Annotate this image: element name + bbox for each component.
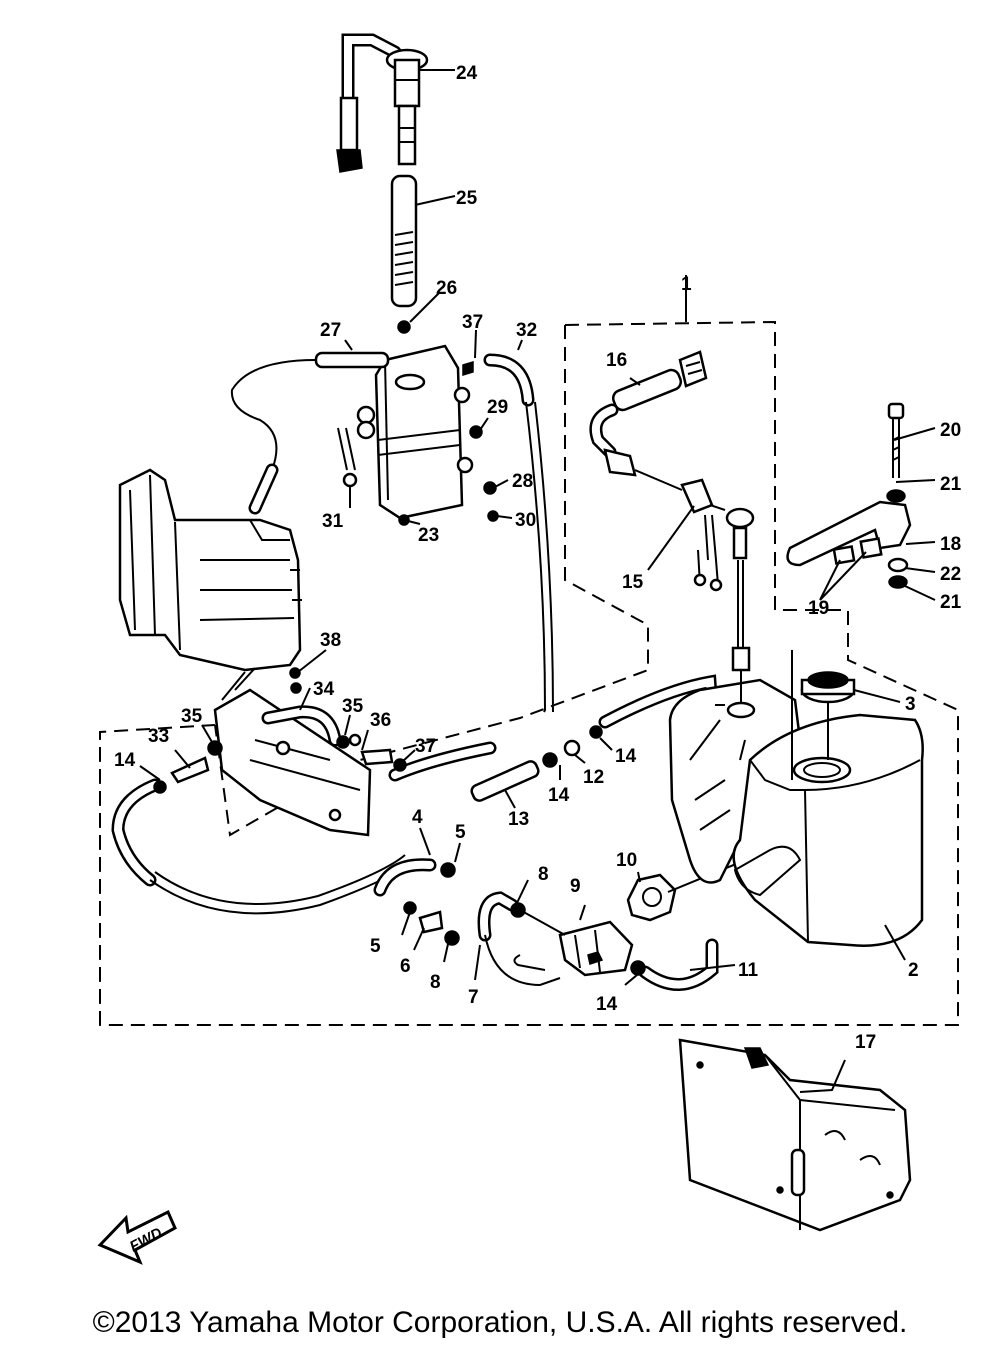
callout-11: 11 <box>738 960 759 981</box>
callout-18: 18 <box>940 534 961 555</box>
callout-26: 26 <box>436 278 457 299</box>
callout-5b: 5 <box>370 936 381 957</box>
oil-filler-pipe <box>336 33 429 334</box>
copyright-notice: ©2013 Yamaha Motor Corporation, U.S.A. A… <box>92 1306 908 1339</box>
callout-21a: 21 <box>940 474 962 495</box>
lower-hoses <box>111 674 719 991</box>
callout-37a: 37 <box>462 312 483 333</box>
oil-tank-exploded-diagram: FWD 1 2 3 4 5 5 6 7 8 8 9 10 11 12 13 14… <box>97 33 962 1265</box>
main-oil-tank <box>668 650 924 947</box>
engine-block <box>118 468 372 837</box>
callout-8b: 8 <box>430 972 441 993</box>
callout-35a: 35 <box>181 706 203 727</box>
callout-4: 4 <box>412 807 423 828</box>
callout-16: 16 <box>606 350 627 371</box>
callout-labels: 1 2 3 4 5 5 6 7 8 8 9 10 11 12 13 14 14 … <box>114 63 962 1053</box>
callout-29: 29 <box>487 397 508 418</box>
callout-10: 10 <box>616 850 637 871</box>
sub-oil-tank <box>337 344 499 526</box>
callout-24: 24 <box>456 63 478 84</box>
callout-37b: 37 <box>415 736 436 757</box>
oil-feed-pump <box>513 849 771 977</box>
forward-arrow-icon: FWD <box>97 1209 177 1265</box>
callout-21b: 21 <box>940 592 962 613</box>
callout-33: 33 <box>148 726 169 747</box>
callout-34: 34 <box>313 679 335 700</box>
callout-14a: 14 <box>114 750 136 771</box>
callout-15: 15 <box>622 572 644 593</box>
callout-20: 20 <box>940 420 961 441</box>
callout-5a: 5 <box>455 822 466 843</box>
callout-22: 22 <box>940 564 961 585</box>
callout-1: 1 <box>681 274 692 295</box>
callout-19: 19 <box>808 598 829 619</box>
callout-35b: 35 <box>342 696 364 717</box>
leader-lines <box>139 69 936 1093</box>
assembly-outline-1 <box>99 275 959 1026</box>
callout-14d: 14 <box>596 994 618 1015</box>
tank-clamp <box>786 402 912 589</box>
callout-32: 32 <box>516 320 537 341</box>
callout-27: 27 <box>320 320 341 341</box>
clips-and-fittings <box>153 667 646 976</box>
callout-13: 13 <box>508 809 529 830</box>
breather-hoses <box>230 351 554 713</box>
callout-14b: 14 <box>548 785 570 806</box>
callout-12: 12 <box>583 767 604 788</box>
callout-23: 23 <box>418 525 439 546</box>
callout-3: 3 <box>905 694 916 715</box>
callout-14c: 14 <box>615 746 637 767</box>
oil-level-sensor <box>589 350 756 719</box>
callout-25: 25 <box>456 188 478 209</box>
callout-2: 2 <box>908 960 919 981</box>
callout-6: 6 <box>400 956 411 977</box>
callout-38: 38 <box>320 630 341 651</box>
callout-7: 7 <box>468 987 479 1008</box>
callout-28: 28 <box>512 471 533 492</box>
callout-36: 36 <box>370 710 391 731</box>
tank-bracket <box>678 1038 912 1232</box>
callout-31: 31 <box>322 511 344 532</box>
callout-17: 17 <box>855 1032 876 1053</box>
callout-9: 9 <box>570 876 581 897</box>
callout-8a: 8 <box>538 864 549 885</box>
callout-30: 30 <box>515 510 536 531</box>
